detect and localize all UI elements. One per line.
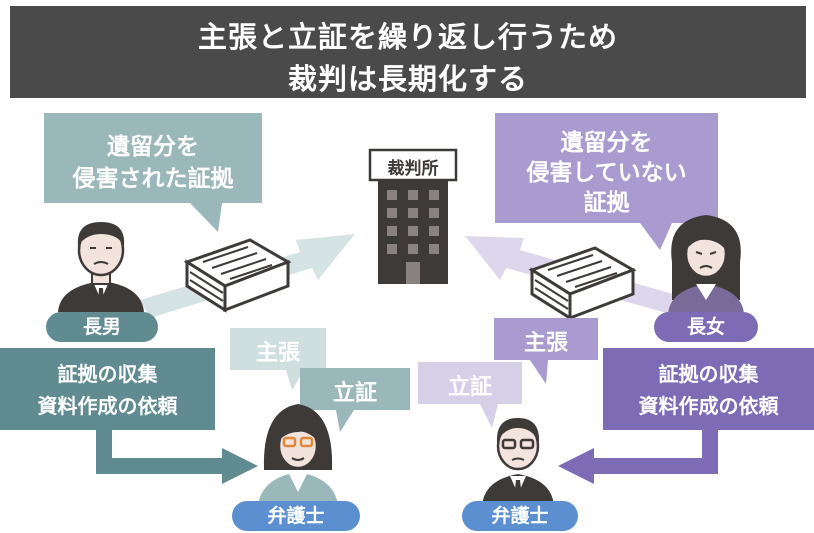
right-evidence-line-2: 侵害していない [526, 160, 687, 186]
title-line-1: 主張と立証を繰り返し行うため [197, 20, 618, 54]
left-request-line-2: 資料作成の依頼 [37, 394, 178, 418]
title-banner: 主張と立証を繰り返し行うため 裁判は長期化する [10, 6, 806, 98]
right-claim-bubble [494, 318, 598, 384]
eldest-son-avatar [58, 222, 144, 312]
eldest-son-label: 長男 [46, 312, 158, 342]
right-evidence-line-1: 遺留分を [560, 130, 653, 156]
right-proof-bubble [418, 362, 522, 428]
right-document-stack-icon [528, 246, 637, 321]
right-request-text: 証拠の収集 資料作成の依頼 [603, 348, 814, 430]
title-line-2: 裁判は長期化する [287, 62, 528, 96]
right-request-line-2: 資料作成の依頼 [638, 394, 779, 418]
female-lawyer-avatar [258, 404, 338, 505]
left-evidence-text: 遺留分を 侵害された証拠 [44, 113, 262, 203]
court-building-icon [368, 148, 458, 284]
right-request-arrow [558, 348, 814, 484]
right-claim-text: 主張 [523, 331, 568, 356]
right-evidence-line-3: 証拠 [583, 190, 630, 216]
right-proof-text: 立証 [447, 375, 492, 400]
left-evidence-bubble [44, 113, 262, 232]
right-evidence-text: 遺留分を 侵害していない 証拠 [495, 113, 718, 223]
lawyer-left-label: 弁護士 [232, 501, 360, 531]
left-claim-bubble [230, 328, 326, 390]
eldest-daughter-avatar [668, 215, 744, 314]
left-proof-bubble [300, 368, 410, 432]
court-label: 裁判所 [387, 159, 439, 179]
eldest-daughter-label: 長女 [654, 312, 758, 342]
left-request-text: 証拠の収集 資料作成の依頼 [0, 348, 215, 430]
left-claim-text: 主張 [255, 341, 300, 366]
male-lawyer-avatar [482, 418, 554, 506]
right-request-line-1: 証拠の収集 [658, 362, 759, 386]
left-request-arrow [0, 348, 258, 484]
left-request-line-1: 証拠の収集 [57, 362, 158, 386]
left-evidence-line-1: 遺留分を [107, 134, 199, 160]
left-evidence-line-2: 侵害された証拠 [72, 166, 234, 192]
left-proof-text: 立証 [332, 381, 377, 406]
right-evidence-bubble [495, 113, 718, 250]
left-document-stack-icon [183, 238, 292, 313]
lawyer-right-label: 弁護士 [462, 501, 578, 531]
